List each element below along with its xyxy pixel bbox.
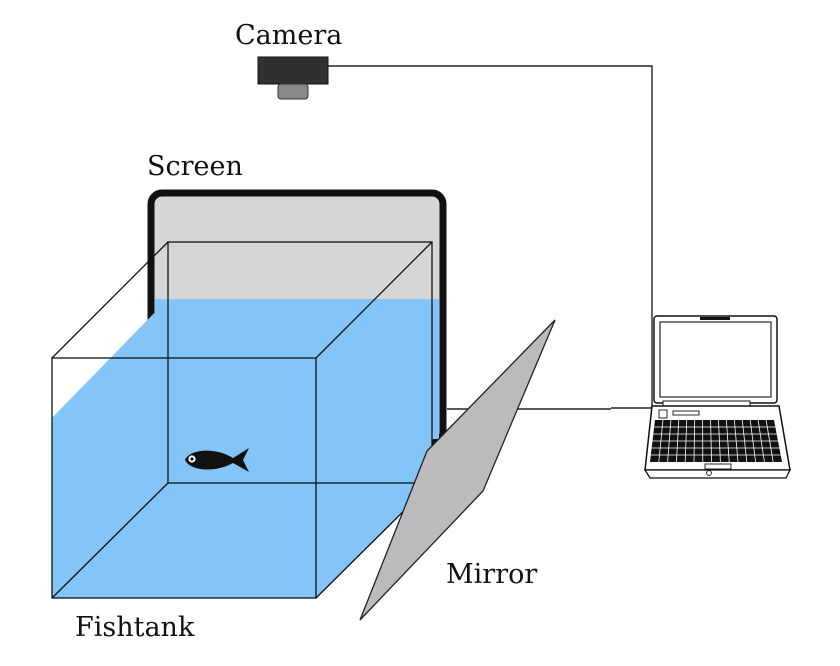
- keyboard-column-separator: [693, 419, 696, 463]
- keyboard-column-separator: [718, 419, 721, 463]
- laptop-status-lights: [658, 409, 668, 419]
- fishtank-label: Fishtank: [75, 612, 195, 643]
- mirror: [359, 319, 556, 621]
- camera-cable: [328, 65, 653, 409]
- keyboard-column-separator: [733, 419, 739, 463]
- laptop-status-bar: [672, 410, 700, 416]
- keyboard-column-separator: [667, 419, 672, 463]
- fish-body: [185, 448, 249, 472]
- keyboard-column-separator: [765, 419, 774, 463]
- keyboard-key-grid: [650, 419, 781, 463]
- screen-label: Screen: [147, 151, 243, 182]
- keyboard-column-separator: [658, 419, 664, 463]
- tank-edge-bottom-left: [51, 482, 169, 599]
- camera-icon: [257, 56, 329, 100]
- keyboard-column-separator: [757, 419, 765, 463]
- keyboard-column-separator: [676, 419, 680, 463]
- mirror-label: Mirror: [446, 559, 537, 590]
- keyboard-column-separator: [710, 419, 712, 463]
- laptop-icon: [643, 315, 792, 479]
- laptop-front-edge: [643, 469, 792, 479]
- keyboard-column-separator: [684, 419, 688, 463]
- laptop-trackpad-buttons: [704, 463, 732, 470]
- laptop-front-latch: [706, 470, 712, 476]
- camera-label: Camera: [235, 20, 342, 51]
- tank-front-edges: [51, 357, 317, 599]
- keyboard-column-separator: [726, 419, 730, 463]
- camera-lens: [277, 83, 309, 100]
- tank-water-front-face: [52, 418, 316, 598]
- camera-body: [257, 56, 329, 85]
- laptop-screen: [659, 321, 772, 398]
- keyboard-column-separator: [741, 419, 748, 463]
- tank-edge-top-left: [51, 241, 169, 359]
- fish-pupil: [190, 457, 194, 461]
- laptop-top-notch: [700, 317, 730, 320]
- tank-edge-top-right: [315, 241, 433, 359]
- keyboard-column-separator: [749, 419, 756, 463]
- fish-icon: [185, 448, 249, 472]
- tank-water-right-face: [316, 299, 432, 598]
- tank-back-edges: [167, 241, 433, 484]
